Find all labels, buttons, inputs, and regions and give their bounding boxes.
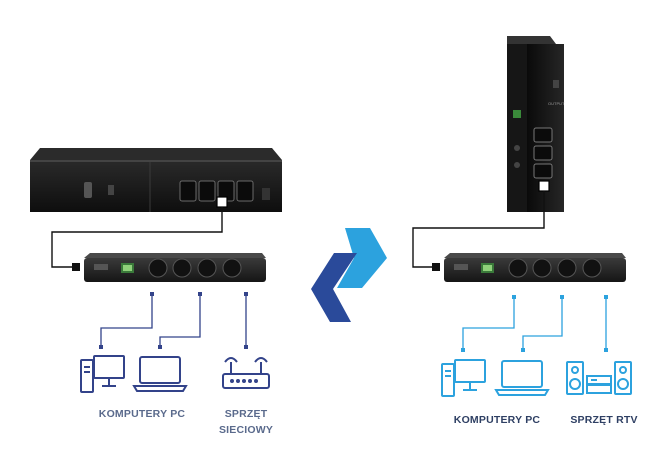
right-connection-lines [462, 297, 607, 349]
left-connection-lines [100, 295, 247, 346]
desktop-pc-icon [80, 355, 125, 393]
ups-tower-icon: OUTPUT [507, 36, 565, 212]
router-icon [222, 357, 270, 389]
swap-arrows-icon [311, 228, 387, 322]
ups-tower-label: OUTPUT [548, 101, 565, 106]
ups-rack-outlets [179, 180, 254, 202]
right-rtv-label: SPRZĘT RTV [570, 414, 638, 426]
left-network-label-line1: SPRZĘT [224, 408, 268, 420]
desktop-pc-icon [441, 359, 486, 397]
power-strip-sockets [508, 258, 602, 278]
right-computers-label: KOMPUTERY PC [453, 414, 541, 426]
power-strip-sockets [148, 258, 242, 278]
laptop-icon [132, 356, 188, 392]
power-strip-icon [84, 253, 266, 282]
ups-rack-icon [30, 148, 282, 212]
speakers-stereo-icon [566, 361, 632, 395]
left-network-label-line2: SIECIOWY [218, 424, 274, 436]
laptop-icon [494, 360, 550, 396]
power-strip-icon [444, 253, 626, 282]
ups-tower-outlets [533, 127, 553, 179]
left-computers-label: KOMPUTERY PC [98, 408, 186, 420]
